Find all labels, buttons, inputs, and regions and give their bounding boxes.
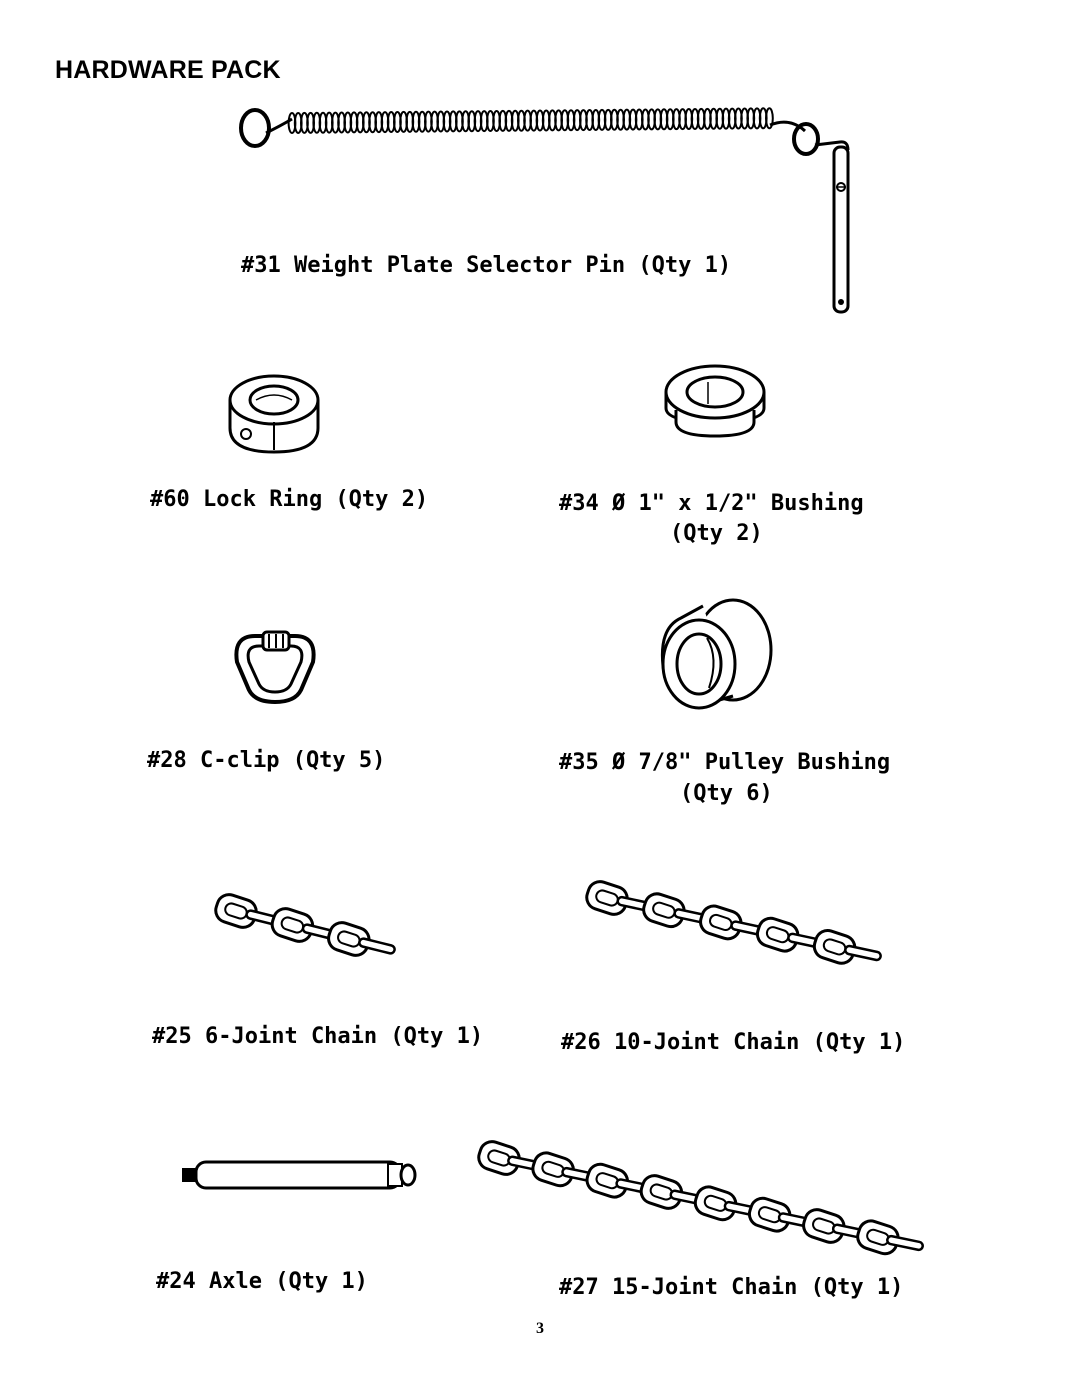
bushing-icon bbox=[664, 364, 766, 438]
part-label-26: #26 10-Joint Chain (Qty 1) bbox=[561, 1030, 906, 1055]
page-number: 3 bbox=[536, 1320, 544, 1337]
part-label-27: #27 15-Joint Chain (Qty 1) bbox=[559, 1275, 904, 1300]
chain-icon bbox=[477, 1140, 924, 1256]
part-label-24: #24 Axle (Qty 1) bbox=[156, 1269, 368, 1294]
part-label-28: #28 C-clip (Qty 5) bbox=[147, 748, 386, 773]
part-label-25: #25 6-Joint Chain (Qty 1) bbox=[152, 1024, 484, 1049]
part-label-60: #60 Lock Ring (Qty 2) bbox=[150, 487, 429, 512]
pulley-bushing-icon bbox=[660, 598, 773, 710]
axle-icon bbox=[182, 1160, 417, 1190]
part-label-35-line1: #35 Ø 7/8" Pulley Bushing bbox=[559, 750, 891, 775]
selector-pin-icon bbox=[239, 107, 850, 314]
part-label-31: #31 Weight Plate Selector Pin (Qty 1) bbox=[241, 253, 732, 278]
part-label-34-line2: (Qty 2) bbox=[670, 521, 763, 546]
page-title: HARDWARE PACK bbox=[55, 56, 281, 84]
c-clip-icon bbox=[234, 630, 316, 705]
part-label-35-line2: (Qty 6) bbox=[680, 781, 773, 806]
chain-icon bbox=[214, 893, 396, 957]
part-label-34-line1: #34 Ø 1" x 1/2" Bushing bbox=[559, 491, 864, 516]
lock-ring-icon bbox=[228, 374, 320, 454]
chain-icon bbox=[585, 880, 882, 965]
